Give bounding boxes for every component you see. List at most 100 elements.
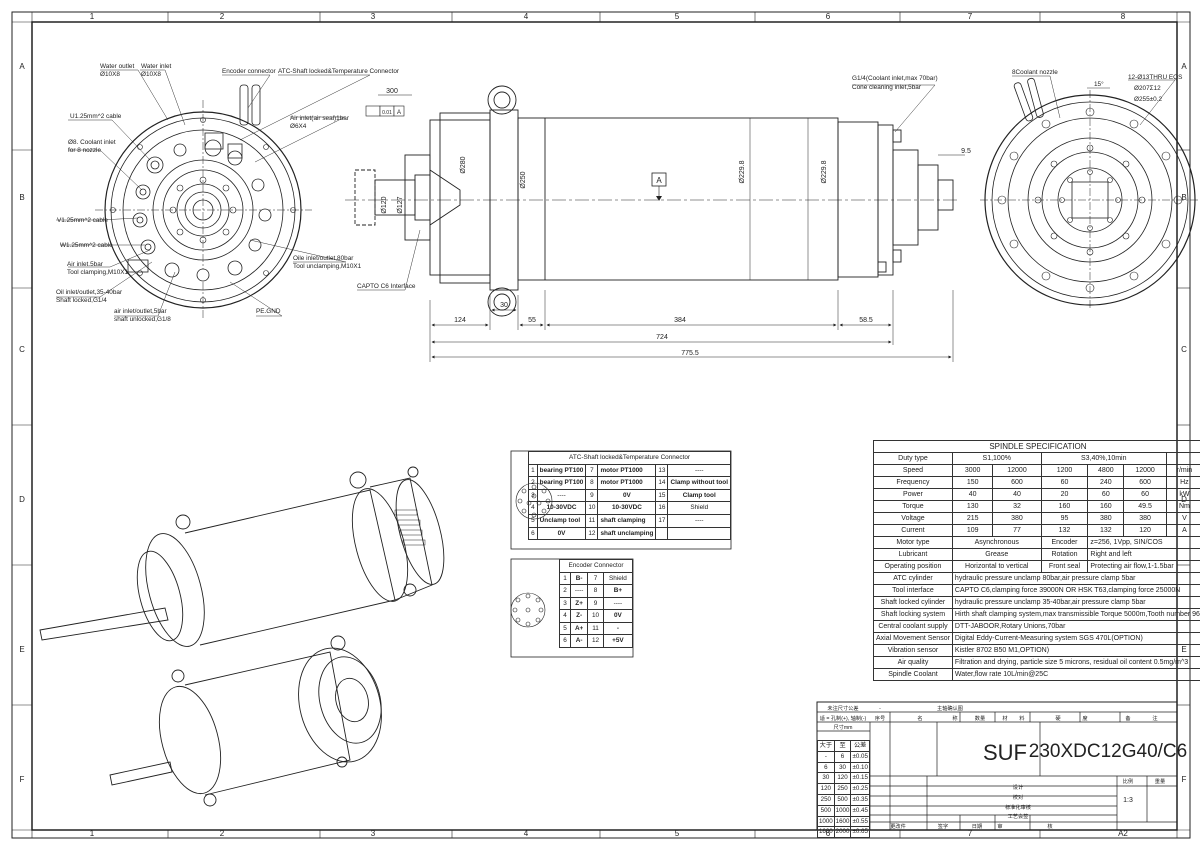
pin-signal: Z+ (569, 596, 589, 610)
tol-col-to: 至 (833, 740, 852, 752)
spec-value: Hirth shaft clamping system,max transmis… (951, 608, 1200, 621)
tol-value: ±0.55 (850, 815, 870, 828)
shaft-unlocked-label: shaft unlocked,G1/8 (114, 316, 171, 323)
spec-value: 160 (1087, 500, 1125, 513)
drawing-frame (11, 11, 1191, 839)
tol-to: 120 (833, 772, 852, 785)
pin-number: 13 (655, 463, 669, 478)
spec-label: Shaft locked cylinder (873, 596, 953, 609)
col-marker: 5 (675, 829, 680, 838)
row-marker: B (1181, 193, 1186, 202)
tol-value: ±0.45 (850, 804, 870, 817)
spec-value: 130 (951, 500, 994, 513)
air-inlet-5bar-label: Air inlet.5bar (67, 261, 104, 268)
coolant-inlet-label: Ø8. Coolant inlet (68, 139, 116, 146)
callouts-right: 8Coolant nozzle 12-Ø13THRU EQS Ø207Σ12 Ø… (1012, 69, 1182, 103)
size-head: 尺寸mm (833, 723, 852, 731)
duty-s3: S3,40%,10min (1040, 452, 1167, 465)
col-marker: 4 (524, 12, 529, 21)
spec-value: 20 (1040, 488, 1089, 501)
w1-cable-label: W1.25mm^2 cable (60, 242, 113, 249)
callouts-left: Water outlet Ø10X8 Water inlet Ø10X8 Enc… (56, 63, 400, 323)
spec-label: Vibration sensor (873, 644, 953, 657)
spec-label: Spindle Coolant (873, 668, 953, 681)
spec-label: Torque (873, 500, 953, 513)
pin-signal: +5V (602, 634, 634, 648)
pin-signal: bearing PT100 (536, 463, 587, 478)
water-outlet-label: Water outlet (100, 63, 134, 70)
approve-label-a: 审 (997, 822, 1002, 830)
col-hard-a: 硬 (1055, 715, 1061, 722)
tol-from: 30 (817, 772, 835, 785)
front-end-view (980, 77, 1200, 310)
tool-clamping-label: Tool clamping,M10X1 (67, 269, 129, 276)
tol-value: ±0.65 (850, 826, 870, 839)
col-marker: 4 (524, 829, 529, 838)
row-marker: A (1181, 62, 1187, 71)
spec-value: 60 (1087, 488, 1125, 501)
encoder-label: Encoder (1040, 536, 1089, 549)
pin-signal: shaft clamping (597, 513, 657, 528)
position-label: Operating position (873, 560, 953, 573)
pin-signal: motor PT1000 (597, 463, 657, 478)
air-seal-dim: Ø6X4 (290, 123, 307, 130)
tol-col-tol: 公差 (850, 740, 870, 752)
col-marker: 2 (220, 12, 225, 21)
u1-cable-label: U1.25mm^2 cable (70, 113, 122, 120)
motor-type-value: Asynchronous (951, 536, 1042, 549)
coolant-inlet-label-2: for 8 nozzle (68, 147, 101, 154)
spec-value: 60 (1040, 476, 1089, 489)
footer-change: 更改件 (890, 822, 906, 830)
row-marker: B (19, 193, 24, 202)
dim-724: 724 (656, 334, 668, 341)
col-name-b: 称 (952, 714, 957, 722)
tol-to: 30 (833, 761, 852, 774)
dim-58-5: 58.5 (859, 317, 873, 324)
encoder-value: z=256, 1Vpp, SIN/COS (1087, 536, 1200, 549)
spec-value: 12000 (992, 464, 1042, 477)
pin-signal: bearing PT100 (536, 476, 587, 490)
oil-inlet-label: Oil inlet/outlet,35-40bar (56, 289, 123, 296)
pin-signal: Clamp tool (667, 488, 731, 503)
pin-signal: Unclamp tool (536, 513, 587, 528)
process-label: 工艺会签 (1008, 812, 1029, 820)
tol-to: 1000 (833, 804, 852, 817)
spec-value: 132 (1040, 524, 1089, 537)
thru-holes-label: 12-Ø13THRU EQS (1128, 74, 1182, 81)
pe-gnd-label: PE.GND (256, 308, 281, 315)
spec-value: 120 (1123, 524, 1167, 537)
frame-markers: 1 2 3 4 5 6 7 8 1 2 3 4 5 6 7 A2 A B C D… (19, 12, 1187, 838)
spec-value: 240 (1087, 476, 1125, 489)
tol-from: 250 (817, 793, 835, 806)
oile-inlet-label: Oile inlet/outlet,80bar (293, 255, 354, 262)
spec-value: 40 (992, 488, 1042, 501)
tolerance-frame: 0.01 A 300 (365, 88, 412, 117)
weight-label: 重量 (1155, 777, 1165, 785)
spec-value: 60 (1123, 488, 1167, 501)
rotation-label: Rotation (1040, 548, 1089, 561)
spec-value: 40 (951, 488, 994, 501)
tol-from: 6 (817, 761, 835, 774)
tol-from: 1000 (817, 815, 835, 828)
dim-384: 384 (674, 317, 686, 324)
design-label: 设计 (1013, 783, 1023, 791)
dimension-labels: 124 55 384 58.5 724 775.5 30 9.5 Ø250 Ø2… (381, 148, 971, 357)
spec-unit: Nm (1165, 500, 1200, 513)
spec-label: Central coolant supply (873, 620, 953, 633)
pin-number: 10 (587, 609, 604, 623)
tol-value: ±0.05 (850, 750, 870, 763)
spec-unit: Hz (1165, 476, 1200, 489)
table-row: -6±0.05 (817, 750, 870, 763)
spec-value: 49.5 (1123, 500, 1167, 513)
coolant-nozzle-label: 8Coolant nozzle (1012, 69, 1058, 76)
water-outlet-dim: Ø10X8 (100, 71, 120, 78)
motor-type-label: Motor type (873, 536, 953, 549)
